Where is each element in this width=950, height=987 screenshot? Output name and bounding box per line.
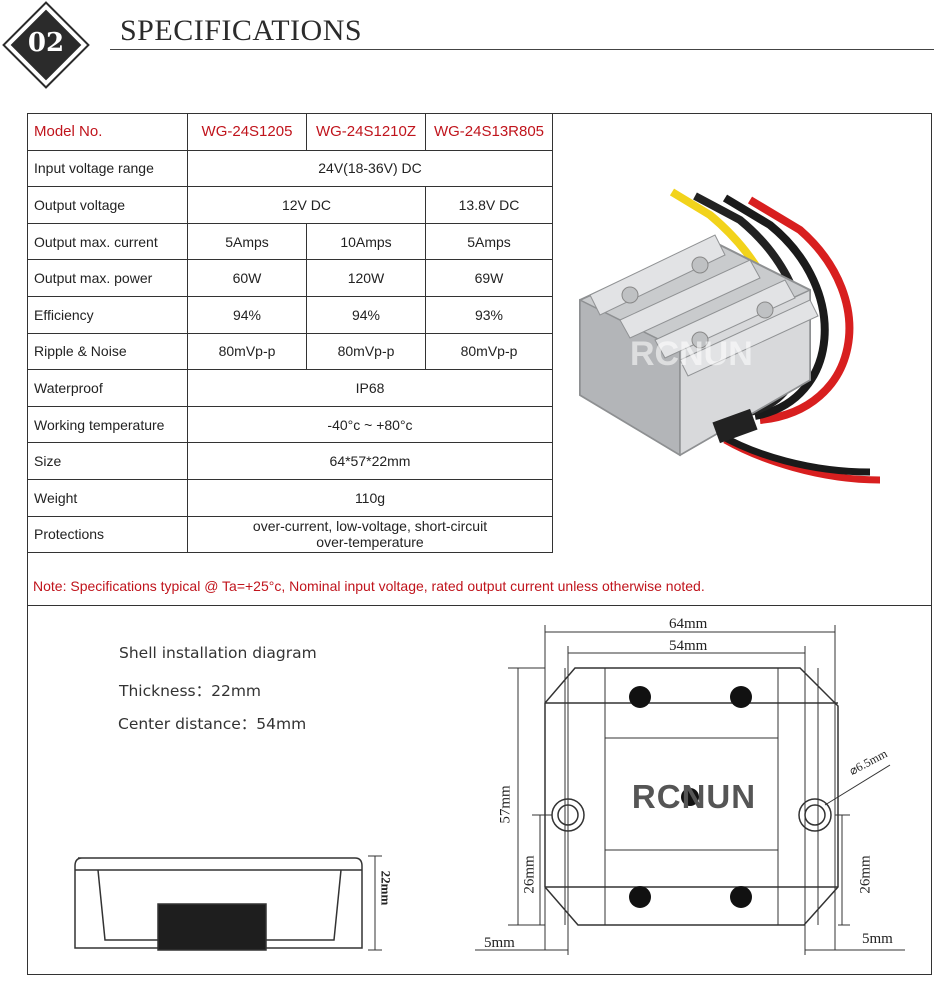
thickness-line: Thickness：22mm	[119, 679, 261, 701]
header-cell-model-2: WG-24S1210Z	[306, 113, 426, 151]
section-title: SPECIFICATIONS	[120, 14, 363, 47]
table-row: Size 64*57*22mm	[27, 442, 553, 480]
row-label: Weight	[27, 478, 188, 517]
row-label: Input voltage range	[27, 149, 188, 188]
table-row: Weight 110g	[27, 478, 553, 517]
row-value: 64*57*22mm	[187, 442, 553, 480]
spec-note: Note: Specifications typical @ Ta=+25°c,…	[33, 578, 705, 594]
center-distance-line: Center distance：54mm	[118, 712, 306, 734]
height-label: 57mm	[497, 785, 514, 824]
side-height-label: 22mm	[378, 870, 394, 906]
table-row: Output max. power 60W 120W 69W	[27, 259, 553, 297]
table-row: Ripple & Noise 80mVp-p 80mVp-p 80mVp-p	[27, 332, 553, 371]
row-value: 24V(18-36V) DC	[187, 149, 553, 188]
row-value: 120W	[306, 259, 426, 297]
table-row: Input voltage range 24V(18-36V) DC	[27, 149, 553, 188]
drawing-brand-label: RCNUN	[631, 778, 757, 815]
row-value: 93%	[425, 295, 553, 334]
protections-line-1: over-current, low-voltage, short-circuit	[252, 518, 488, 535]
section-header: 02 SPECIFICATIONS	[0, 0, 950, 100]
row-value: 94%	[187, 295, 307, 334]
row-value: 110g	[187, 478, 553, 517]
center-distance-value: 54mm	[256, 715, 307, 733]
spec-table: Model No. WG-24S1205 WG-24S1210Z WG-24S1…	[27, 113, 553, 554]
header-divider	[110, 49, 934, 50]
row-value: 5Amps	[425, 222, 553, 261]
product-watermark: RCNUN	[630, 335, 753, 373]
table-row: Working temperature -40°c ~ +80°c	[27, 405, 553, 444]
row-value: 80mVp-p	[306, 332, 426, 371]
header-cell-model-3: WG-24S13R805	[425, 113, 553, 151]
product-photo: RCNUN	[579, 188, 881, 484]
row-label: Output max. current	[27, 222, 188, 261]
installation-frame	[27, 606, 932, 975]
row-label: Output max. power	[27, 259, 188, 297]
row-value: over-current, low-voltage, short-circuit…	[187, 515, 553, 554]
row-value: 5Amps	[187, 222, 307, 261]
row-value: 13.8V DC	[425, 186, 553, 224]
section-number: 02	[27, 28, 65, 58]
right-offset-label: 26mm	[857, 855, 874, 894]
row-label: Size	[27, 442, 188, 480]
table-row: Efficiency 94% 94% 93%	[27, 295, 553, 334]
row-label: Output voltage	[27, 186, 188, 224]
center-distance-label: Center distance：	[118, 715, 257, 733]
left-offset-label: 26mm	[521, 855, 538, 894]
row-label: Working temperature	[27, 405, 188, 444]
row-value: 60W	[187, 259, 307, 297]
left-margin-label: 5mm	[484, 935, 515, 951]
thickness-value: 22mm	[211, 682, 262, 700]
table-row: Protections over-current, low-voltage, s…	[27, 515, 553, 554]
thickness-label: Thickness：	[119, 682, 212, 700]
table-header-row: Model No. WG-24S1205 WG-24S1210Z WG-24S1…	[27, 113, 553, 151]
outer-width-label: 64mm	[669, 616, 708, 632]
shell-title: Shell installation diagram	[119, 644, 317, 662]
right-margin-label: 5mm	[862, 931, 893, 947]
protections-line-2: over-temperature	[316, 534, 424, 551]
header-cell-model: Model No.	[27, 113, 188, 151]
row-label: Efficiency	[27, 295, 188, 334]
row-label: Protections	[27, 515, 188, 554]
header-cell-model-1: WG-24S1205	[187, 113, 307, 151]
inner-width-label: 54mm	[669, 638, 708, 654]
